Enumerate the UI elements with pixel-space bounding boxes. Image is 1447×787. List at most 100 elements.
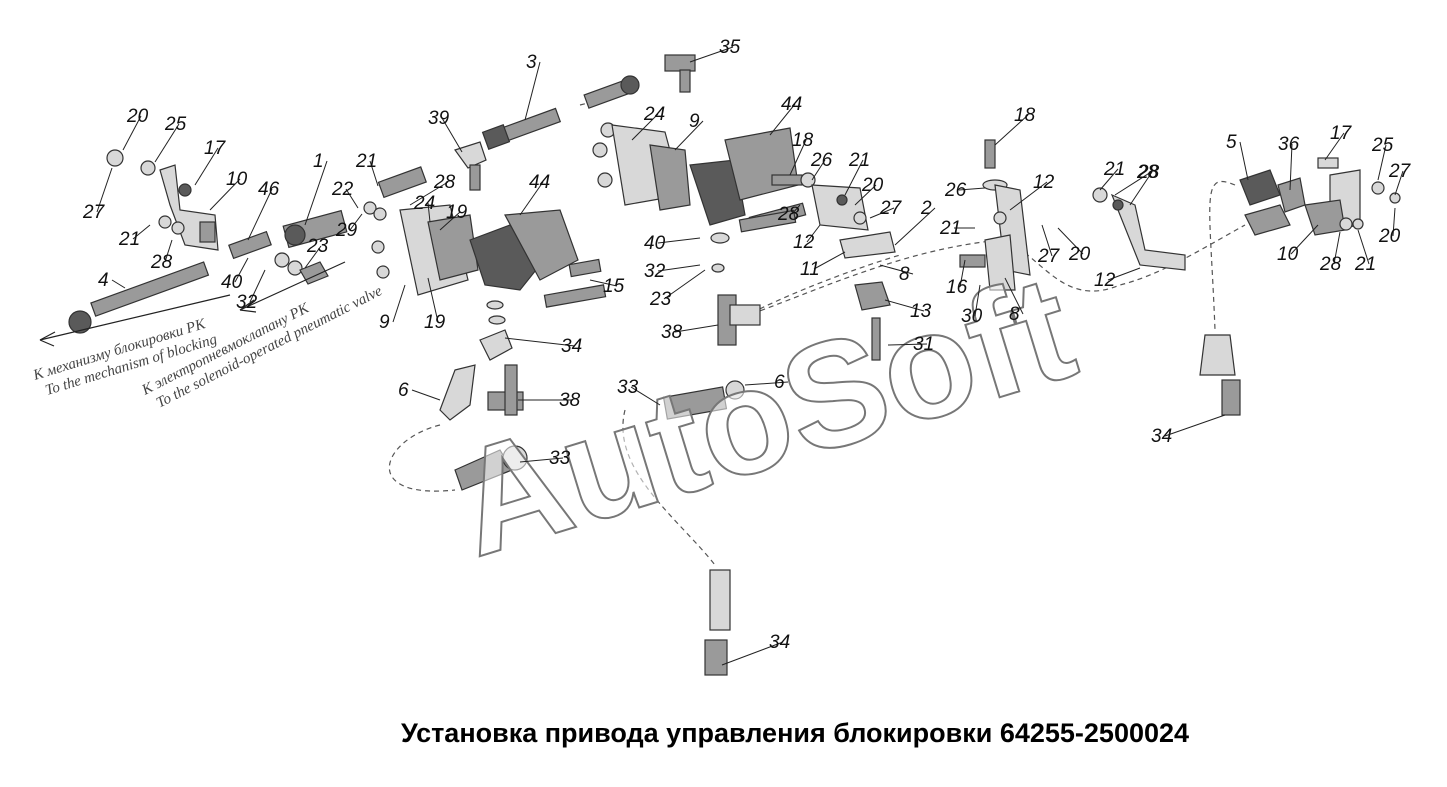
callout-leader [1394,170,1404,196]
callout-17: 17 [1330,123,1353,144]
callout-11: 11 [800,259,820,280]
callout-leader [519,457,564,463]
external-arrows [39,261,346,347]
callout-leader [744,381,789,386]
callout-36: 36 [1278,134,1300,155]
callout-leader [234,257,249,283]
callout-leader [345,188,359,209]
callout-32: 32 [644,261,666,282]
callout-leader [1289,143,1293,191]
callout-21: 21 [1103,159,1125,180]
callout-leader [1114,171,1152,196]
callout-21: 21 [1354,254,1376,275]
callout-leader [427,202,431,223]
diagram-caption: Установка привода управления блокировки … [400,718,1190,748]
callout-leader [657,264,701,272]
callout-leader [96,167,113,213]
callout-28: 28 [1319,254,1342,275]
callout-leader [164,239,173,263]
callout-leader [1357,229,1370,265]
callout-leader [844,159,864,196]
callout-26: 26 [810,150,833,171]
callout-44: 44 [781,94,802,115]
callout-leader [959,259,966,288]
callout-28: 28 [777,204,800,225]
callout-33: 33 [617,377,639,398]
callout-leader [769,103,796,136]
callout-21: 21 [939,218,961,239]
callout-leader [657,237,701,244]
callout-leader [879,264,914,275]
callout-27: 27 [1388,161,1412,182]
callout-27: 27 [82,202,106,223]
callout-26: 26 [944,180,967,201]
left-bracket-assembly [68,149,329,334]
callout-leader [663,269,706,300]
callout-leader [504,337,576,347]
callout-leader [154,123,180,163]
callout-8: 8 [899,264,910,285]
callout-24: 24 [413,193,435,214]
callout-leader [1333,231,1341,265]
callout-leader [789,139,807,176]
callout-18: 18 [1014,105,1036,126]
callout-leader [1324,132,1345,161]
callout-23: 23 [306,236,329,257]
callout-6: 6 [398,380,409,401]
callout-leader [519,181,544,216]
callout-19: 19 [424,312,446,333]
callout-leader [1129,171,1153,206]
callout-leader [1099,168,1119,191]
callout-15: 15 [603,276,625,297]
top-fittings [454,54,696,191]
callout-leader [721,641,784,666]
callout-20: 20 [126,106,149,127]
callout-38: 38 [661,322,683,343]
callout-leader [441,117,463,153]
callout-leader [894,207,936,246]
callout-1: 1 [313,151,324,172]
callout-34: 34 [1151,426,1172,447]
valve-block-right [592,122,807,230]
callout-leader [194,147,219,186]
callout-4: 4 [98,270,109,291]
callout-leader [1041,224,1053,257]
callout-25: 25 [164,114,187,135]
callout-20: 20 [1068,244,1091,265]
callout-38: 38 [559,390,581,411]
callout-leader [247,188,273,241]
callout-leader [349,213,363,231]
callout-13: 13 [910,301,932,322]
callout-35: 35 [719,37,741,58]
callout-leader [813,251,846,270]
callout-31: 31 [913,334,934,355]
callout-28: 28 [1136,162,1159,183]
callout-27: 27 [879,198,903,219]
callout-19: 19 [446,202,468,223]
callout-2: 2 [920,198,932,219]
callout-17: 17 [204,138,227,159]
callout-28: 28 [1137,162,1160,183]
callout-leader [439,211,461,231]
lower-fittings [439,294,1241,676]
callout-30: 30 [961,306,983,327]
callout-32: 32 [236,292,258,313]
callout-leader [689,46,734,63]
callout-leader [209,178,241,211]
callout-12: 12 [793,232,815,253]
callout-34: 34 [769,632,790,653]
callout-25: 25 [1371,135,1394,156]
callout-23: 23 [649,289,672,310]
callout-3: 3 [526,52,537,73]
callout-leader [369,160,379,187]
callout-46: 46 [258,179,280,200]
callout-leader [1164,414,1226,437]
callout-21: 21 [118,229,140,250]
callout-44: 44 [529,172,550,193]
middle-plates [710,172,896,361]
callout-39: 39 [428,108,450,129]
callout-9: 9 [379,312,390,333]
callout-leader [111,279,126,289]
